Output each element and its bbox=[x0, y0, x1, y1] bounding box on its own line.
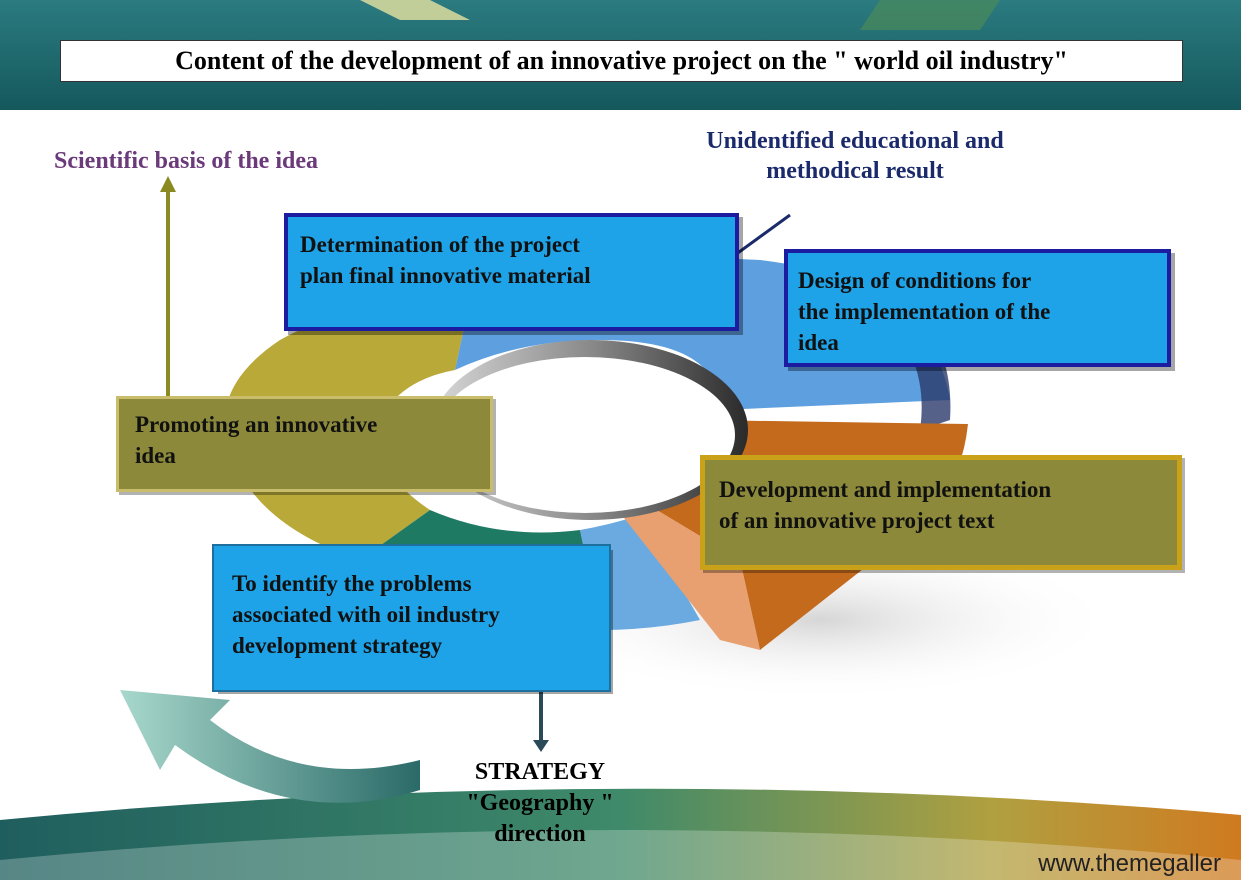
development-line1: Development and implementation bbox=[719, 477, 1052, 502]
design-line1: Design of conditions for bbox=[798, 268, 1032, 293]
donut-hole bbox=[435, 357, 735, 513]
identify-line3: development strategy bbox=[232, 633, 443, 658]
callout-line bbox=[734, 213, 791, 257]
footer-fade bbox=[0, 830, 1241, 880]
determination-line2: plan final innovative material bbox=[300, 263, 591, 288]
strategy-line1: STRATEGY bbox=[474, 759, 606, 785]
development-line2: of an innovative project text bbox=[719, 508, 995, 533]
determination-line1: Determination of the project bbox=[300, 232, 580, 257]
design-line3: idea bbox=[798, 330, 839, 355]
header-decor bbox=[860, 0, 1000, 30]
scientific-basis-text: Scientific basis of the idea bbox=[54, 148, 318, 174]
promoting-idea-box: Promoting an innovative idea bbox=[116, 396, 493, 492]
ring-segment-lightblue bbox=[580, 515, 700, 630]
development-box: Development and implementation of an inn… bbox=[700, 455, 1182, 570]
arrow-down-head bbox=[533, 740, 549, 752]
curved-arrow bbox=[120, 690, 420, 803]
footer-band bbox=[0, 788, 1241, 880]
promoting-line2: idea bbox=[135, 443, 176, 468]
strategy-label: STRATEGY "Geography " direction bbox=[420, 757, 660, 850]
strategy-line2: "Geography " bbox=[466, 790, 614, 816]
strategy-line3: direction bbox=[494, 821, 586, 847]
arrow-up-head bbox=[160, 176, 176, 192]
design-line2: the implementation of the bbox=[798, 299, 1051, 324]
unidentified-result-line2: methodical result bbox=[766, 158, 944, 184]
watermark-text: www.themegaller bbox=[1038, 850, 1221, 877]
unidentified-result-label: Unidentified educational and methodical … bbox=[640, 126, 1070, 186]
unidentified-result-line1: Unidentified educational and bbox=[706, 128, 1004, 154]
header-fade bbox=[0, 110, 1241, 150]
identify-problems-box: To identify the problems associated with… bbox=[212, 544, 611, 692]
design-conditions-box: Design of conditions for the implementat… bbox=[784, 249, 1171, 367]
scientific-basis-label: Scientific basis of the idea bbox=[54, 146, 318, 176]
page-title: Content of the development of an innovat… bbox=[60, 40, 1183, 82]
determination-box: Determination of the project plan final … bbox=[284, 213, 739, 331]
promoting-line1: Promoting an innovative bbox=[135, 412, 378, 437]
header-decor bbox=[360, 0, 470, 20]
identify-line2: associated with oil industry bbox=[232, 602, 500, 627]
identify-line1: To identify the problems bbox=[232, 571, 472, 596]
ring-segment-orange-face bbox=[610, 500, 760, 650]
